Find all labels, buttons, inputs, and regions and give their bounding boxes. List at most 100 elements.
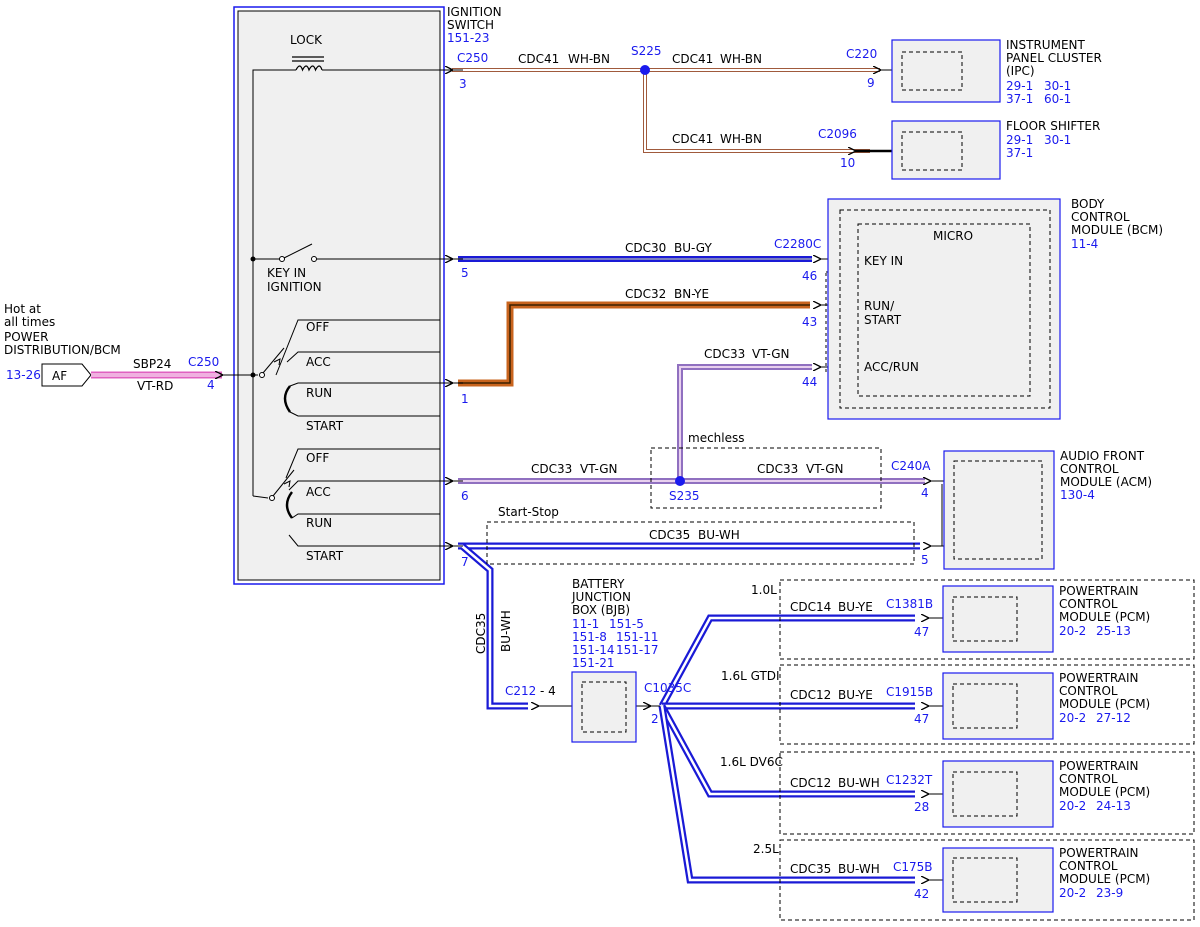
pcm-module-2: POWERTRAIN CONTROL MODULE (PCM) 20-2 27-… xyxy=(942,671,1150,740)
ipc-title-2: PANEL CLUSTER xyxy=(1006,51,1102,65)
pin-6-left: 6 xyxy=(461,489,469,503)
ignition-switch-ref: 151-23 xyxy=(447,31,490,45)
cdc35-b-label: CDC35 xyxy=(790,862,831,876)
cdc33-a-color: VT-GN xyxy=(752,347,789,361)
cdc41-b-color: WH-BN xyxy=(720,52,762,66)
cdc12-b-label: CDC12 xyxy=(790,776,831,790)
floor-shifter-module: FLOOR SHIFTER 29-1 30-1 37-1 xyxy=(891,119,1100,180)
pcm3-title-3: MODULE (PCM) xyxy=(1059,785,1150,799)
bjb-ref-1a: 11-1 xyxy=(572,617,599,631)
c1035c-pin: 2 xyxy=(651,712,659,726)
cdc12-b-color: BU-WH xyxy=(838,776,880,790)
c1915b-pin: 47 xyxy=(914,712,929,726)
pin-46: 46 xyxy=(802,269,817,283)
pcm1-title-1: POWERTRAIN xyxy=(1059,584,1139,598)
off-label-2: OFF xyxy=(306,451,329,465)
bcm-title-3: MODULE (BCM) xyxy=(1071,223,1163,237)
cdc41-c-color: WH-BN xyxy=(720,132,762,146)
s235-label: S235 xyxy=(669,489,700,503)
pcm2-title-1: POWERTRAIN xyxy=(1059,671,1139,685)
variant-1-6l-gtdi: 1.6L GTDI xyxy=(721,669,780,683)
pcm1-ref-a: 20-2 xyxy=(1059,624,1086,638)
cdc35-v-color: BU-WH xyxy=(499,610,513,652)
c1381b-label: C1381B xyxy=(886,597,933,611)
cdc41-a-label: CDC41 xyxy=(518,52,559,66)
acc-label-2: ACC xyxy=(306,485,331,499)
pcm-module-4: POWERTRAIN CONTROL MODULE (PCM) 20-2 23-… xyxy=(942,846,1150,913)
ipc-ref-3: 37-1 xyxy=(1006,92,1033,106)
cdc33-c-color: VT-GN xyxy=(806,462,843,476)
variant-1-6l-dv6c: 1.6L DV6C xyxy=(720,755,783,769)
cdc41-c-label: CDC41 xyxy=(672,132,713,146)
fuse-af-label: AF xyxy=(52,369,67,383)
cdc30-label: CDC30 xyxy=(625,241,666,255)
cdc30-color: BU-GY xyxy=(674,241,712,255)
pcm2-title-2: CONTROL xyxy=(1059,684,1118,698)
pcm-module-1: POWERTRAIN CONTROL MODULE (PCM) 20-2 25-… xyxy=(942,584,1150,653)
ipc-title-3: (IPC) xyxy=(1006,64,1035,78)
c2280c-label: C2280C xyxy=(774,237,821,251)
acm-module: AUDIO FRONT CONTROL MODULE (ACM) 130-4 xyxy=(943,449,1152,570)
bjb-title-2: JUNCTION xyxy=(571,590,631,604)
pcm2-title-3: MODULE (PCM) xyxy=(1059,697,1150,711)
bjb-ref-3a: 151-14 xyxy=(572,643,615,657)
pin-44: 44 xyxy=(802,375,817,389)
pcm3-title-2: CONTROL xyxy=(1059,772,1118,786)
cdc35-b-color: BU-WH xyxy=(838,862,880,876)
cdc41-a-color: WH-BN xyxy=(568,52,610,66)
c250-left-pin: 4 xyxy=(207,378,215,392)
ignition-switch: LOCK KEY IN IGNITION OFF ACC RUN START O… xyxy=(220,5,502,585)
bjb-title-3: BOX (BJB) xyxy=(572,603,630,617)
bjb-ref-4a: 151-21 xyxy=(572,656,615,670)
pcm3-ref-b: 24-13 xyxy=(1096,799,1131,813)
pcm1-title-2: CONTROL xyxy=(1059,597,1118,611)
c240a-pin-4: 4 xyxy=(921,486,929,500)
ignition-switch-title-2: SWITCH xyxy=(447,18,494,32)
sbp24-label: SBP24 xyxy=(133,357,171,371)
wires xyxy=(452,65,1195,921)
pin-1-left: 1 xyxy=(461,392,469,406)
c220-label: C220 xyxy=(846,47,877,61)
off-label-1: OFF xyxy=(306,320,329,334)
acm-title-3: MODULE (ACM) xyxy=(1060,475,1152,489)
ignition-switch-title-1: IGNITION xyxy=(447,5,502,19)
power-ref: 13-26 xyxy=(6,368,41,382)
key-in-label-2: IGNITION xyxy=(267,280,322,294)
c1232t-pin: 28 xyxy=(914,800,929,814)
power-label: POWER xyxy=(4,330,48,344)
c175b-label: C175B xyxy=(893,860,933,874)
power-input: Hot at all times POWER DISTRIBUTION/BCM … xyxy=(4,302,230,393)
bjb-ref-2b: 151-11 xyxy=(616,630,659,644)
pcm2-ref-b: 27-12 xyxy=(1096,711,1131,725)
c1232t-label: C1232T xyxy=(886,773,933,787)
key-in-label-1: KEY IN xyxy=(267,266,306,280)
cdc41-b-label: CDC41 xyxy=(672,52,713,66)
ipc-module: INSTRUMENT PANEL CLUSTER (IPC) 29-1 30-1… xyxy=(891,38,1102,106)
bcm-title-2: CONTROL xyxy=(1071,210,1130,224)
c2096-pin: 10 xyxy=(840,156,855,170)
hot-at-label: Hot at xyxy=(4,302,41,316)
pcm4-ref-b: 23-9 xyxy=(1096,886,1123,900)
pcm3-ref-a: 20-2 xyxy=(1059,799,1086,813)
cdc33-b-color: VT-GN xyxy=(580,462,617,476)
start-label-1: START xyxy=(306,419,344,433)
acm-title-2: CONTROL xyxy=(1060,462,1119,476)
bjb-ref-2a: 151-8 xyxy=(572,630,607,644)
c250-top-label: C250 xyxy=(457,51,488,65)
bjb-ref-3b: 151-17 xyxy=(616,643,659,657)
pcm3-title-1: POWERTRAIN xyxy=(1059,759,1139,773)
s225-label: S225 xyxy=(631,44,662,58)
cdc35-a-label: CDC35 xyxy=(649,528,690,542)
acm-ref: 130-4 xyxy=(1060,488,1095,502)
wire-labels: CDC41 WH-BN CDC41 WH-BN CDC41 WH-BN CDC3… xyxy=(474,52,880,876)
lock-label: LOCK xyxy=(290,33,323,47)
bcm-module: MICRO KEY IN RUN/ START ACC/RUN BODY CON… xyxy=(827,197,1163,420)
cdc33-c-label: CDC33 xyxy=(757,462,798,476)
cdc33-a-label: CDC33 xyxy=(704,347,745,361)
start-label-2: START xyxy=(306,549,344,563)
pcm4-title-1: POWERTRAIN xyxy=(1059,846,1139,860)
pcm4-title-3: MODULE (PCM) xyxy=(1059,872,1150,886)
cdc14-color: BU-YE xyxy=(838,600,873,614)
power-distribution-label: DISTRIBUTION/BCM xyxy=(4,343,121,357)
